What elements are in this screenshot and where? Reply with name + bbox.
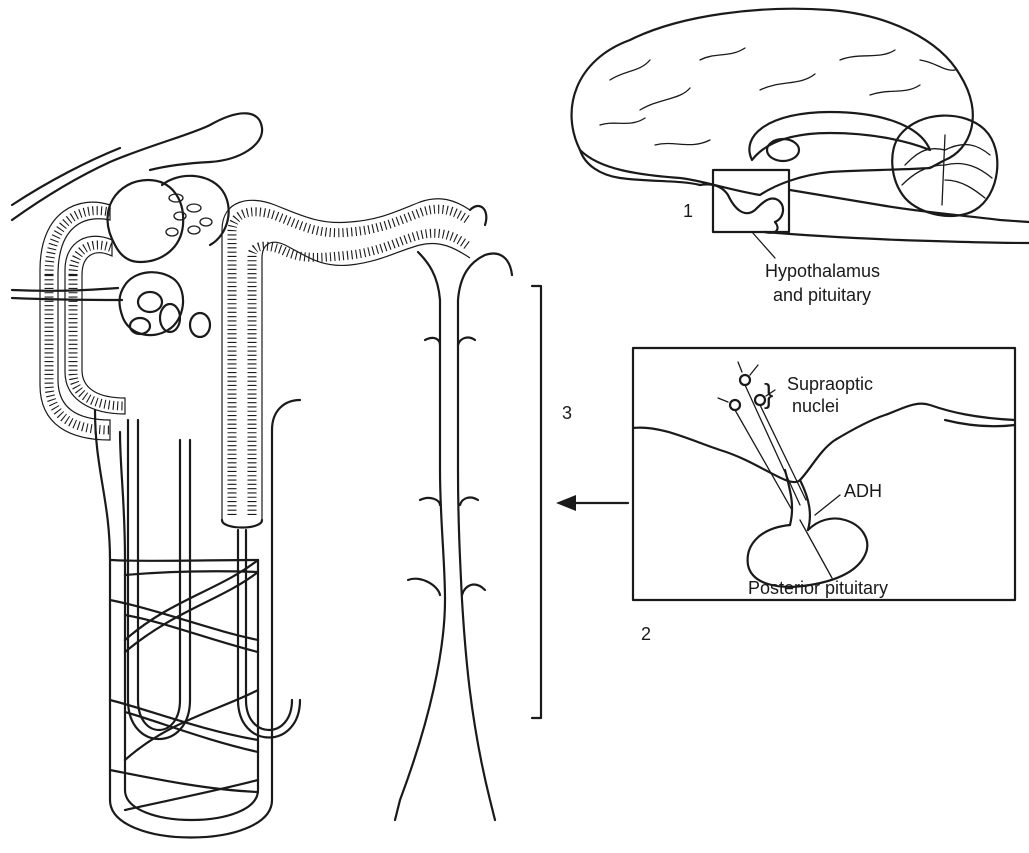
step-2-label: 2 xyxy=(641,624,651,644)
nephron-illustration xyxy=(12,113,512,837)
step-3-label: 3 xyxy=(562,403,572,423)
label-group: 1 Hypothalamus and pituitary } Supraopti… xyxy=(562,201,888,644)
brain-illustration xyxy=(572,9,1029,258)
hypothalamus-label-line1: Hypothalamus xyxy=(765,261,880,281)
supraoptic-label-line1: Supraoptic xyxy=(787,374,873,394)
step-1-label: 1 xyxy=(683,201,693,221)
supraoptic-brace: } xyxy=(764,378,773,409)
flow-arrow xyxy=(556,495,628,511)
supraoptic-label-line2: nuclei xyxy=(792,396,839,416)
adh-label: ADH xyxy=(844,481,882,501)
bracket-3 xyxy=(532,286,541,718)
posterior-pituitary-label: Posterior pituitary xyxy=(748,578,888,598)
hypothalamus-label-line2: and pituitary xyxy=(773,285,871,305)
